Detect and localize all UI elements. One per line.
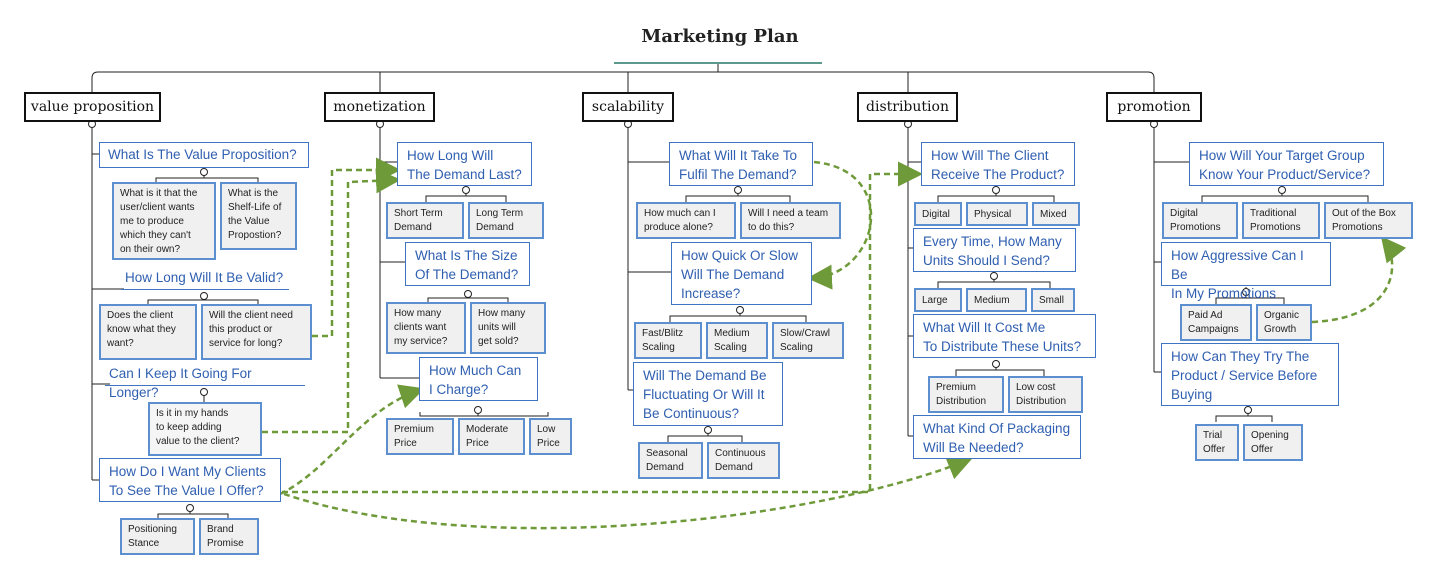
promo-answer-opening-offer[interactable]: Opening Offer: [1243, 424, 1303, 461]
mon-answer-low-price[interactable]: Low Price: [529, 418, 572, 455]
scal-question-demand-increase[interactable]: How Quick Or Slow Will The Demand Increa…: [671, 242, 812, 305]
promo-answer-digital[interactable]: Digital Promotions: [1162, 202, 1238, 239]
dist-question-packaging[interactable]: What Kind Of Packaging Will Be Needed?: [913, 415, 1081, 459]
category-monetization[interactable]: monetization: [324, 92, 435, 122]
dist-answer-physical[interactable]: Physical: [966, 202, 1028, 226]
mon-answer-long-term[interactable]: Long Term Demand: [468, 202, 544, 239]
underline: [121, 289, 289, 290]
mon-answer-clients-want[interactable]: How many clients want my service?: [386, 302, 466, 354]
category-distribution[interactable]: distribution: [857, 92, 958, 122]
scal-answer-seasonal[interactable]: Seasonal Demand: [638, 442, 703, 479]
category-scalability[interactable]: scalability: [582, 92, 674, 122]
category-value-proposition[interactable]: value proposition: [24, 92, 161, 122]
scal-question-fluctuating[interactable]: Will The Demand Be Fluctuating Or Will I…: [633, 362, 783, 426]
dist-question-distribution-cost[interactable]: What Will It Cost Me To Distribute These…: [913, 314, 1096, 358]
mon-answer-premium-price[interactable]: Premium Price: [386, 418, 454, 455]
scal-question-fulfil-demand[interactable]: What Will It Take To Fulfil The Demand?: [669, 142, 813, 186]
dist-answer-large[interactable]: Large: [914, 288, 962, 312]
dist-answer-low-cost-distribution[interactable]: Low cost Distribution: [1008, 376, 1083, 413]
vp-question-value-proposition[interactable]: What Is The Value Proposition?: [99, 142, 309, 168]
dist-question-units-send[interactable]: Every Time, How Many Units Should I Send…: [913, 228, 1076, 272]
vp-answer-client-needs-long[interactable]: Will the client need this product or ser…: [201, 304, 312, 360]
promo-answer-paid-ad[interactable]: Paid Ad Campaigns: [1180, 304, 1252, 341]
vp-question-how-long-valid[interactable]: How Long Will It Be Valid?: [121, 268, 289, 290]
vp-answer-shelf-life[interactable]: What is the Shelf-Life of the Value Prop…: [220, 182, 297, 250]
promo-question-target-group[interactable]: How Will Your Target Group Know Your Pro…: [1189, 142, 1384, 186]
mon-question-demand-size[interactable]: What Is The Size Of The Demand?: [405, 242, 530, 286]
promo-question-aggressive[interactable]: How Aggressive Can I Be In My Promotions: [1161, 242, 1331, 301]
dist-answer-digital[interactable]: Digital: [914, 202, 962, 226]
promo-answer-organic[interactable]: Organic Growth: [1256, 304, 1312, 341]
mon-answer-units-sold[interactable]: How many units will get sold?: [470, 302, 546, 354]
page-title: Marketing Plan: [641, 26, 799, 47]
dist-answer-small[interactable]: Small: [1031, 288, 1075, 312]
dist-question-receive-product[interactable]: How Will The Client Receive The Product?: [921, 142, 1075, 186]
promo-question-try-before-buying[interactable]: How Can They Try The Product / Service B…: [1161, 343, 1339, 406]
vp-question-keep-going-label: Can I Keep It Going For Longer?: [109, 366, 252, 400]
mon-answer-short-term[interactable]: Short Term Demand: [386, 202, 464, 239]
mon-answer-moderate-price[interactable]: Moderate Price: [458, 418, 525, 455]
scal-answer-continuous[interactable]: Continuous Demand: [707, 442, 780, 479]
mon-question-demand-last[interactable]: How Long Will The Demand Last?: [397, 142, 532, 186]
category-promotion[interactable]: promotion: [1106, 92, 1202, 122]
scal-answer-medium[interactable]: Medium Scaling: [706, 322, 768, 359]
underline: [105, 385, 305, 386]
mon-question-how-much-charge[interactable]: How Much Can I Charge?: [419, 357, 538, 401]
dist-answer-mixed[interactable]: Mixed: [1032, 202, 1080, 226]
vp-answer-user-wants[interactable]: What is it that the user/client wants me…: [112, 182, 216, 260]
scal-answer-produce-alone[interactable]: How much can I produce alone?: [636, 202, 736, 239]
dist-answer-premium-distribution[interactable]: Premium Distribution: [928, 376, 1004, 413]
promo-answer-trial-offer[interactable]: Trial Offer: [1195, 424, 1239, 461]
scal-answer-fast[interactable]: Fast/Blitz Scaling: [634, 322, 702, 359]
vp-question-how-long-valid-label: How Long Will It Be Valid?: [125, 270, 284, 285]
scal-answer-slow[interactable]: Slow/Crawl Scaling: [772, 322, 844, 359]
dist-answer-medium[interactable]: Medium: [966, 288, 1027, 312]
vp-answer-positioning-stance[interactable]: Positioning Stance: [120, 518, 195, 555]
scal-answer-need-team[interactable]: Will I need a team to do this?: [740, 202, 841, 239]
vp-answer-brand-promise[interactable]: Brand Promise: [199, 518, 259, 555]
vp-answer-client-knows[interactable]: Does the client know what they want?: [99, 304, 197, 360]
vp-answer-keep-adding-value[interactable]: Is it in my hands to keep adding value t…: [148, 402, 262, 456]
promo-answer-out-of-box[interactable]: Out of the Box Promotions: [1324, 202, 1413, 239]
vp-question-clients-see-value[interactable]: How Do I Want My Clients To See The Valu…: [99, 458, 281, 502]
promo-answer-traditional[interactable]: Traditional Promotions: [1242, 202, 1320, 239]
vp-question-keep-going[interactable]: Can I Keep It Going For Longer?: [105, 364, 305, 400]
